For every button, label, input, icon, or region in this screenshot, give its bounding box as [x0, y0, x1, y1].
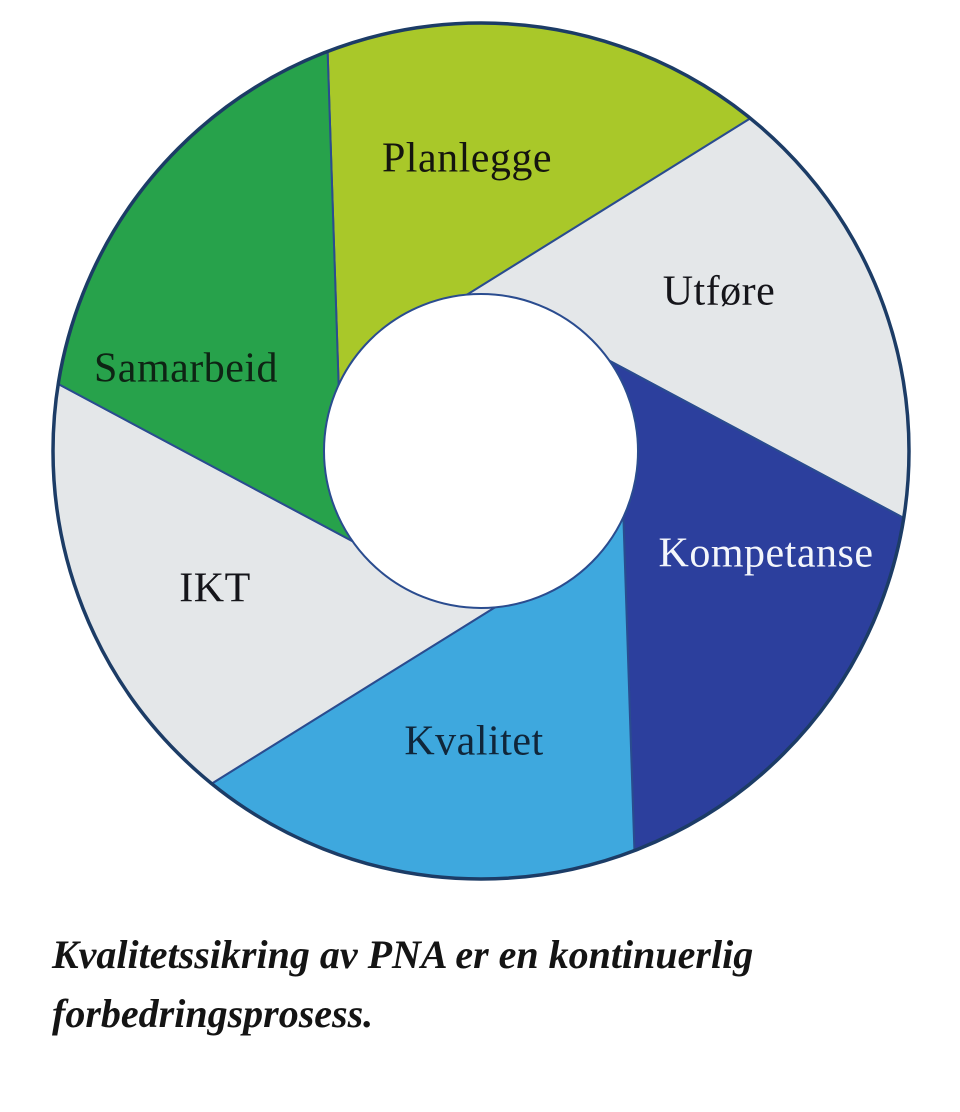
segment-label-utføre: Utføre — [663, 269, 776, 315]
donut-hole — [323, 293, 639, 609]
figure-caption: Kvalitetssikring av PNA er en kontinuerl… — [52, 925, 932, 1043]
segment-label-samarbeid: Samarbeid — [94, 346, 278, 392]
donut-hole-group — [323, 293, 639, 609]
donut-outline-group — [51, 21, 911, 881]
segment-label-planlegge: Planlegge — [382, 136, 552, 182]
donut-outline — [51, 21, 911, 881]
segment-label-ikt: IKT — [179, 566, 250, 612]
segment-label-kvalitet: Kvalitet — [404, 719, 543, 765]
caption-line-2: forbedringsprosess. — [52, 991, 374, 1037]
segment-label-kompetanse: Kompetanse — [659, 531, 874, 577]
caption-line-1: Kvalitetssikring av PNA er en kontinuerl… — [52, 932, 754, 977]
